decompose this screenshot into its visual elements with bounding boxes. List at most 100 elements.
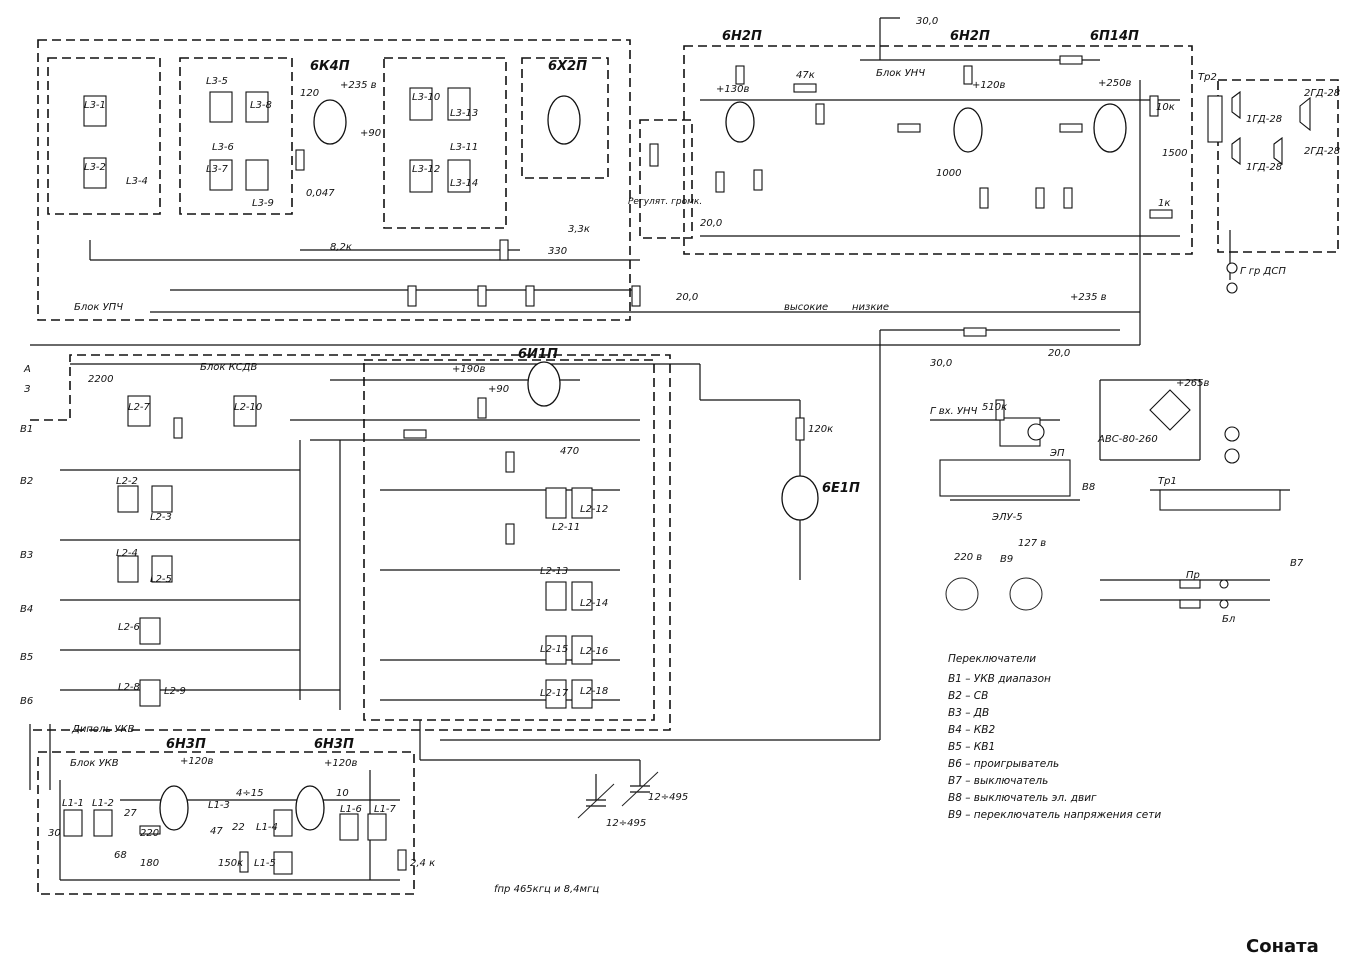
coil-l1-5: [273, 851, 293, 875]
value-r47k: 47к: [796, 70, 815, 81]
value-c4-15: 4÷15: [236, 788, 263, 799]
block-unch-outline: [683, 45, 1193, 255]
tube-6h2p: [547, 95, 581, 145]
label-ggr: Г гр ДСП: [1240, 266, 1286, 277]
value-r10k: 10к: [1156, 102, 1175, 113]
upch-sub-1: [47, 57, 161, 215]
tube-6p14p: [1093, 103, 1127, 153]
coil-l3-1: [83, 95, 107, 127]
switch-legend-item: В2 – СВ: [948, 690, 988, 702]
block-label-ksdv: Блок КСДВ: [200, 362, 257, 373]
coil-l3-2: [83, 157, 107, 189]
label-lows: низкие: [852, 302, 889, 313]
tube-6i1p: [527, 361, 561, 407]
coil-label-l2-8: L2-8: [118, 682, 140, 693]
coil-l2-4: [117, 555, 139, 583]
value-plus235-a: +235 в: [340, 80, 377, 91]
coil-label-l1-1: L1-1: [62, 798, 84, 809]
value-r150k: 150к: [218, 858, 243, 869]
coil-l2-6: [139, 617, 161, 645]
label-ep: ЭП: [1049, 448, 1065, 459]
switch-legend-item: В6 – проигрыватель: [948, 758, 1059, 770]
transformer-tr2: [1207, 95, 1223, 143]
label-b8: В8: [1082, 482, 1095, 493]
upch-sub-3: [383, 57, 507, 229]
label-fpr: fпр 465кгц и 8,4мгц: [494, 884, 599, 895]
value-c30-top: 30,0: [916, 16, 938, 27]
tube-label-6h2p: 6Х2П: [548, 59, 587, 74]
value-plus90-a: +90: [360, 128, 381, 139]
coil-label-l1-5: L1-5: [254, 858, 276, 869]
block-upch-outline: [37, 39, 631, 321]
coil-l2-18: [571, 679, 593, 709]
switch-legend-item: В3 – ДВ: [948, 707, 989, 719]
tube-label-6e1p: 6Е1П: [822, 481, 860, 496]
coil-l2-15: [545, 635, 567, 665]
tube-6n3p-a: [159, 785, 189, 831]
coil-label-l3-9: L3-9: [252, 198, 274, 209]
coil-label-l3-1: L3-1: [84, 100, 106, 111]
block-label-unch: Блок УНЧ: [876, 68, 925, 79]
label-dipole: Диполь УКВ: [71, 724, 135, 735]
coil-l3-8: [245, 91, 269, 123]
switch-legend-item: В8 – выключатель эл. двиг: [948, 792, 1097, 804]
tube-6n2p-a: [725, 101, 755, 143]
value-plus190: +190в: [452, 364, 485, 375]
volume-sub: [639, 119, 693, 239]
label-avs: АВС-80-260: [1097, 434, 1158, 445]
coil-l2-12: [571, 487, 593, 519]
coils: [63, 87, 1281, 875]
coil-label-l2-11: L2-11: [552, 522, 580, 533]
row-label-b5: В5: [20, 652, 33, 663]
switch-legend-heading: Переключатели: [948, 653, 1036, 665]
label-220v: 220 в: [954, 552, 982, 563]
speakers: [1231, 90, 1311, 166]
coil-label-l2-7: L2-7: [128, 402, 151, 413]
value-plus120-ukv-a: +120в: [180, 756, 213, 767]
value-c30-mid: 30,0: [930, 358, 952, 369]
value-r3-3k: 3,3к: [568, 224, 590, 235]
value-c2200: 2200: [88, 374, 113, 385]
coil-label-l3-7: L3-7: [206, 164, 229, 175]
switch-legend-item: В5 – КВ1: [948, 741, 995, 753]
upch-sub-2: [179, 57, 293, 215]
coil-l2-13: [545, 581, 567, 611]
coil-label-l3-2: L3-2: [84, 162, 106, 173]
value-r510k: 510к: [982, 402, 1007, 413]
value-c12-495-b: 12÷495: [648, 792, 688, 803]
coil-label-l3-4: L3-4: [126, 176, 148, 187]
value-c1500: 1500: [1162, 148, 1187, 159]
coil-label-l3-10: L3-10: [412, 92, 440, 103]
value-plus90-b: +90: [488, 384, 509, 395]
tube-label-6n2p-a: 6Н2П: [722, 29, 762, 44]
coil-label-l2-14: L2-14: [580, 598, 608, 609]
coil-label-l2-4: L2-4: [116, 548, 138, 559]
coil-l2-14: [571, 581, 593, 611]
label-b9: В9: [1000, 554, 1013, 565]
coil-l1-4: [273, 809, 293, 837]
value-c120: 120: [300, 88, 319, 99]
coil-label-l1-6: L1-6: [340, 804, 362, 815]
transformer-tr1: [939, 459, 1071, 497]
coil-l1-2: [93, 809, 113, 837]
coil-label-l2-12: L2-12: [580, 504, 608, 515]
tube-label-6i1p: 6И1П: [518, 347, 558, 362]
value-r1k: 1к: [1158, 198, 1170, 209]
label-speaker-2: 1ГД-28: [1246, 114, 1282, 125]
coil-l3-5: [209, 91, 233, 123]
value-c20-c: 20,0: [1048, 348, 1070, 359]
coil-l3-10: [409, 87, 433, 121]
coil-l2-8: [139, 679, 161, 707]
block-label-upch: Блок УПЧ: [74, 302, 123, 313]
tube-label-6k4p: 6К4П: [310, 59, 350, 74]
coil-label-l1-3: L1-3: [208, 800, 230, 811]
coil-label-l2-18: L2-18: [580, 686, 608, 697]
label-ground: З: [24, 384, 31, 395]
switch-legend-item: В1 – УКВ диапазон: [948, 673, 1051, 685]
value-plus235-b: +235 в: [1070, 292, 1107, 303]
value-c47: 47: [210, 826, 223, 837]
coil-l2-2: [117, 485, 139, 513]
coil-label-l1-2: L1-2: [92, 798, 114, 809]
coil-label-l2-15: L2-15: [540, 644, 568, 655]
tube-6e1p: [781, 475, 819, 521]
